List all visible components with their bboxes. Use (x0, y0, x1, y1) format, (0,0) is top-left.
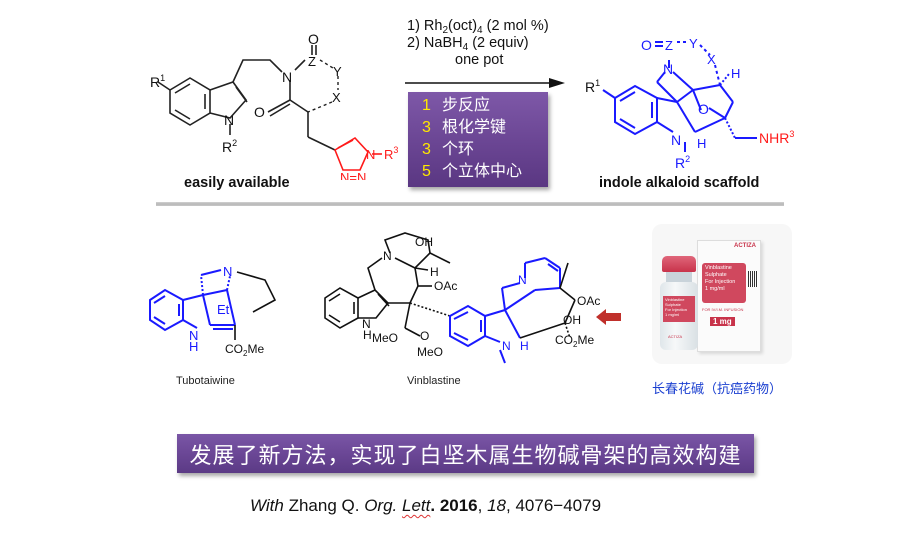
box-label: Vinblastine Sulphate For Injection 1 mg/… (702, 263, 746, 303)
tubotaiwine-caption: Tubotaiwine (176, 375, 235, 387)
drug-photo: ACTIZA Vinblastine Sulphate For Injectio… (652, 224, 792, 364)
svg-text:MeO: MeO (417, 345, 443, 359)
drug-box: ACTIZA Vinblastine Sulphate For Injectio… (697, 240, 761, 352)
svg-text:N: N (518, 273, 527, 287)
condition-one-pot: one pot (455, 52, 504, 68)
svg-text:H: H (430, 265, 439, 279)
svg-text:N: N (189, 328, 198, 343)
svg-text:O: O (420, 329, 429, 343)
svg-text:Z: Z (308, 54, 316, 69)
citation-year: 2016 (439, 496, 478, 515)
citation-volume: 18 (487, 496, 507, 515)
svg-text:MeO: MeO (372, 331, 398, 345)
starting-material-caption: easily available (184, 175, 290, 191)
condition-step-1: 1) Rh2(oct)4 (2 mol %) (407, 18, 549, 36)
svg-text:O: O (254, 104, 265, 120)
svg-text:OAc: OAc (577, 294, 600, 308)
r1-label: R1 (150, 73, 165, 90)
svg-text:Et: Et (217, 302, 230, 317)
svg-text:N: N (224, 112, 234, 128)
vinblastine-structure: OH N H OAc N H MeO O MeO N N H OAc OH CO… (324, 232, 600, 364)
svg-text:O: O (308, 31, 319, 47)
svg-text:CO2Me: CO2Me (555, 333, 594, 349)
citation: With Zhang Q. Org. Lett. 2016, 18, 4076−… (250, 496, 601, 516)
svg-text:O: O (698, 101, 709, 117)
citation-pages: , 4076−4079 (506, 496, 602, 515)
svg-text:N: N (282, 69, 292, 85)
svg-text:NHR3: NHR3 (759, 129, 794, 146)
svg-text:Y: Y (689, 36, 698, 51)
svg-text:N: N (383, 249, 392, 263)
svg-text:N: N (502, 339, 511, 353)
barcode (748, 271, 758, 287)
svg-text:Z: Z (665, 38, 673, 53)
vinblastine-caption: Vinblastine (407, 375, 461, 387)
citation-sep: , (477, 496, 488, 515)
summary-banner: 发展了新方法，实现了白坚木属生物碱骨架的高效构建 (177, 434, 754, 473)
svg-text:OH: OH (563, 313, 581, 327)
svg-text:N: N (362, 317, 371, 331)
reaction-conditions: 1) Rh2(oct)4 (2 mol %) 2) NaBH4 (2 equiv… (407, 18, 549, 69)
svg-text:N: N (366, 147, 375, 162)
product-caption: indole alkaloid scaffold (599, 175, 760, 191)
box-route: FOR IV/I.M. INFUSION (702, 307, 744, 312)
reaction-arrow-icon (405, 78, 565, 88)
tubotaiwine-structure: N N H Et CO2Me (149, 264, 277, 358)
svg-text:H: H (189, 339, 198, 354)
svg-text:X: X (707, 52, 716, 67)
svg-text:N=N: N=N (340, 170, 366, 180)
svg-text:N: N (223, 264, 232, 279)
svg-text:X: X (332, 90, 341, 105)
svg-text:R2: R2 (222, 138, 237, 155)
svg-text:OAc: OAc (434, 279, 457, 293)
svg-text:H: H (363, 328, 372, 342)
box-dose: 1 mg (710, 317, 735, 326)
citation-journal-lett: Lett (401, 496, 431, 515)
svg-text:H: H (697, 136, 706, 151)
starting-material-structure: R1 N R2 N O Z Y X O N R3 N=N (150, 31, 398, 180)
svg-text:R1: R1 (585, 78, 600, 95)
svg-text:N: N (671, 132, 681, 148)
svg-text:OH: OH (415, 235, 433, 249)
svg-text:Y: Y (333, 64, 342, 79)
left-arrow-icon (596, 309, 621, 325)
box-brand: ACTIZA (734, 243, 756, 249)
svg-text:CO2Me: CO2Me (225, 342, 264, 358)
citation-journal: Org. (364, 496, 402, 515)
citation-author: Zhang Q. (283, 496, 365, 515)
svg-text:R2: R2 (675, 154, 690, 171)
svg-text:H: H (520, 339, 529, 353)
section-divider (156, 202, 784, 206)
svg-text:H: H (731, 66, 740, 81)
citation-with: With (250, 496, 284, 515)
citation-dot: . (430, 496, 436, 515)
drug-vial: Vinblastine Sulphate For Injection 1 mg/… (660, 256, 698, 352)
svg-text:O: O (641, 37, 652, 53)
product-structure: R1 N R2 N O O Z Y X H H NHR3 (585, 36, 794, 171)
svg-text:N: N (663, 61, 673, 77)
condition-step-2: 2) NaBH4 (2 equiv) (407, 35, 529, 53)
drug-caption: 长春花碱（抗癌药物） (652, 381, 783, 396)
svg-text:R3: R3 (384, 145, 398, 162)
